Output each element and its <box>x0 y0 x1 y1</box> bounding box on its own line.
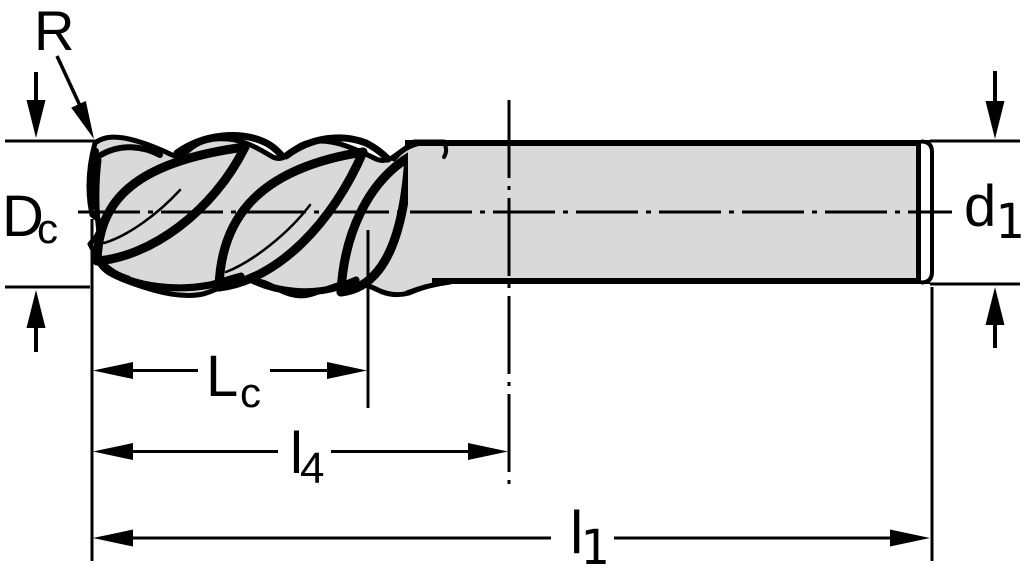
l1-left-arrowhead <box>93 529 133 547</box>
radius-leader-arrowhead <box>71 101 94 139</box>
neck-runout-hook <box>441 140 449 159</box>
d1-bottom-arrowhead <box>985 287 1005 325</box>
extension-lines <box>90 100 934 561</box>
flute-curve <box>90 246 132 283</box>
radius-leader <box>55 55 94 139</box>
flute-curve <box>96 144 163 159</box>
flute-curve <box>89 148 99 210</box>
neck-bottom-curve <box>404 279 453 296</box>
label-l1: l1 <box>570 499 609 574</box>
shank <box>391 139 934 296</box>
dc-bottom-arrowhead <box>26 290 46 328</box>
flute-curve <box>214 147 368 292</box>
l1-right-arrowhead <box>890 529 930 547</box>
l4-left-arrowhead <box>93 443 133 460</box>
dimension-lc <box>93 362 367 379</box>
flute-curve <box>173 132 286 160</box>
label-dc: Dc <box>2 184 58 252</box>
flute-curve <box>282 134 392 163</box>
diameter-reference-lines <box>5 139 1020 289</box>
diameter-arrows <box>26 71 1005 352</box>
flute-helix-curves <box>89 132 414 297</box>
neck-top-crest <box>391 139 447 162</box>
flute-curve <box>104 267 245 292</box>
label-r: R <box>34 0 74 62</box>
lc-left-arrowhead <box>93 362 133 379</box>
label-d1: d1 <box>964 174 1024 250</box>
dimension-l4 <box>93 443 508 460</box>
radius-leader-line <box>55 55 84 111</box>
flute-curve <box>246 275 360 296</box>
flute-curve <box>336 152 414 297</box>
label-l4: l4 <box>290 421 324 493</box>
flute-curve <box>92 142 250 266</box>
dc-top-arrowhead <box>26 100 46 138</box>
label-lc: Lc <box>206 344 261 416</box>
cutter-flute-body <box>86 132 447 299</box>
l4-right-arrowhead <box>468 443 508 460</box>
flute-curve <box>214 147 368 292</box>
dimension-l1 <box>93 529 930 547</box>
d1-top-arrowhead <box>985 101 1005 139</box>
flute-curve <box>94 157 103 243</box>
lc-right-arrowhead <box>327 362 367 379</box>
flute-curve <box>102 188 182 245</box>
flute-curve <box>224 203 312 274</box>
